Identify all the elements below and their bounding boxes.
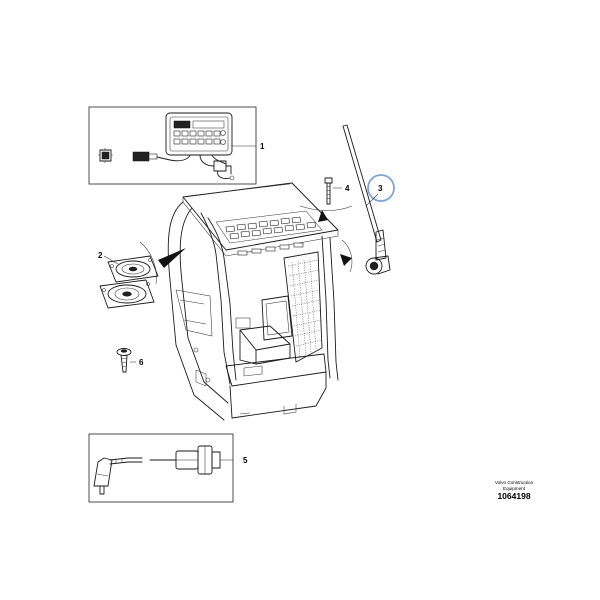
- radio-unit: [165, 112, 233, 156]
- callout-6: 6: [139, 358, 144, 367]
- callout-2: 2: [98, 251, 103, 260]
- cab-left-pillar: [167, 201, 225, 421]
- speaker-lower: [99, 279, 155, 309]
- speaker-upper: [107, 255, 159, 283]
- speakers: [99, 255, 159, 309]
- leader-3: [365, 193, 379, 207]
- inset-frame-cable: [88, 433, 234, 503]
- callout-3-highlight-ring: [367, 174, 395, 202]
- radio-buttons: [173, 130, 226, 145]
- roof-keypad-panel: [215, 210, 323, 244]
- roof-front-buttons: [237, 242, 304, 256]
- location-arrows: [139, 205, 353, 285]
- cab-assembly: [167, 182, 339, 421]
- screw: [116, 348, 132, 373]
- brand-block: Volvo Construction Equipment 1064198: [495, 480, 534, 501]
- operator-seat: [235, 295, 293, 365]
- leader-2: [103, 255, 119, 265]
- roof-bolt: [324, 177, 333, 205]
- cab-floor-frame: [225, 353, 327, 387]
- radio-harness: [98, 148, 235, 181]
- document-number: 1064198: [497, 491, 530, 501]
- brand-line-2: Equipment: [503, 486, 526, 491]
- inset-antenna-cable: [88, 433, 234, 503]
- callout-4: 4: [345, 184, 350, 193]
- brand-line-1: Volvo Construction: [495, 480, 534, 485]
- inset-radio-unit: [88, 106, 257, 185]
- callout-3: 3: [378, 184, 383, 193]
- rear-mesh-window: [283, 251, 323, 363]
- antenna: [342, 124, 391, 275]
- inset-frame-radio: [88, 106, 257, 185]
- callout-1: 1: [260, 142, 265, 151]
- callout-5: 5: [243, 456, 248, 465]
